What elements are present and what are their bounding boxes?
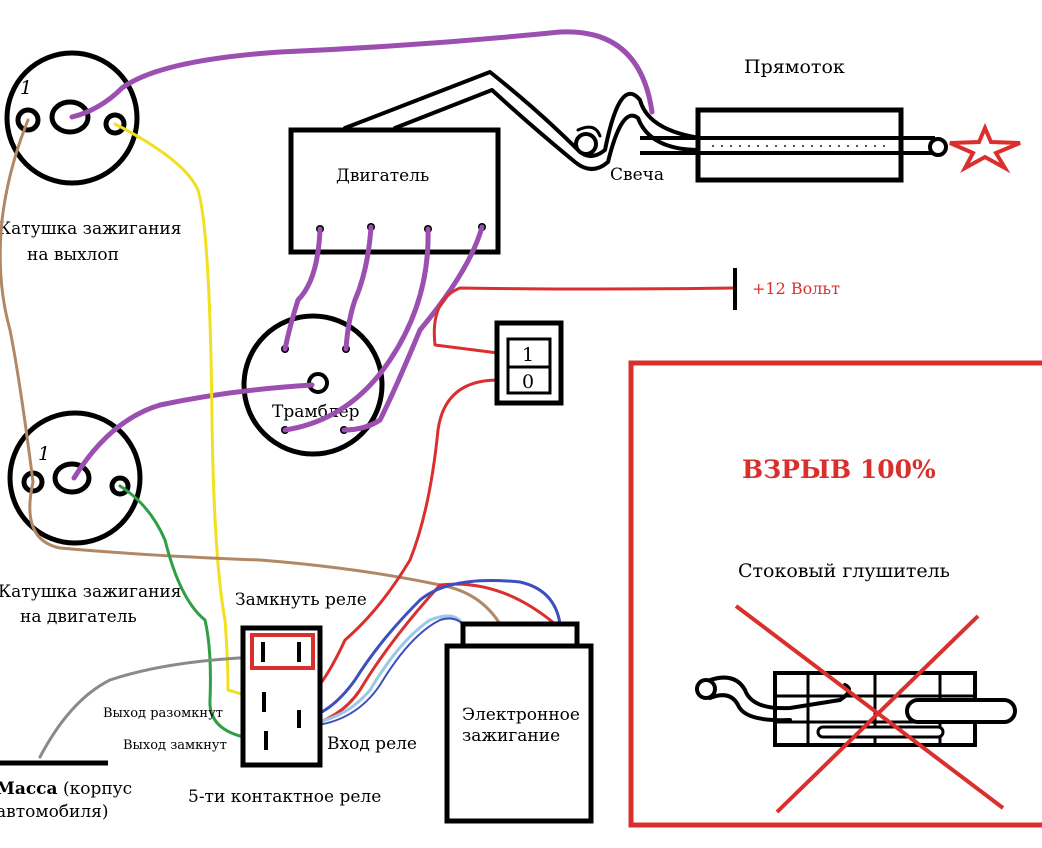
electronic-ignition-body [444, 643, 594, 824]
wire-yellow [113, 122, 264, 702]
electronic-ignition-label-1: Электронное [462, 705, 580, 725]
wire-red-12v-switch [432, 286, 737, 355]
wire-coil-exhaust-to-spark-plug [69, 29, 655, 120]
distributor-label: Трамблер [272, 402, 360, 422]
relay-close-label: Замкнуть реле [235, 590, 367, 610]
engine-box [288, 127, 501, 255]
ignition-switch-on[interactable] [506, 337, 552, 369]
exhaust-pipe-lower [393, 88, 702, 171]
ignition-switch-off-label: 0 [522, 371, 534, 393]
coil-exhaust-label-2: на выхлоп [27, 245, 119, 265]
muffler [640, 107, 1021, 183]
exhaust-pipe [343, 70, 702, 171]
wire-engine1-distributor [282, 226, 323, 352]
coil-exhaust-label-1: Катушка зажигания [0, 219, 181, 239]
stock-muffler-inlet [695, 678, 717, 700]
explosion-star-icon [949, 122, 1021, 174]
spark-plug-label: Свеча [610, 165, 664, 185]
ground-label-rest: (корпус [58, 779, 133, 799]
wire-brown [0, 118, 502, 626]
relay-in-label: Вход реле [327, 734, 417, 754]
relay-name-label: 5-ти контактное реле [188, 787, 381, 807]
ignition-switch[interactable]: 1 0 [494, 320, 564, 406]
relay-out-closed-label: Выход замкнут [123, 738, 227, 753]
stock-muffler-panel: ВЗРЫВ 100% Стоковый глушитель [628, 360, 1042, 828]
stock-muffler-inner-tube [816, 725, 945, 739]
ignition-switch-on-label: 1 [522, 344, 534, 366]
muffler-box [695, 107, 904, 183]
spark-plug-thread [576, 125, 602, 138]
engine-label: Двигатель [336, 166, 429, 186]
engine: Двигатель [288, 127, 501, 255]
ground-label-bold: Масса [0, 779, 58, 799]
wire-red-relay-ignition [268, 582, 557, 742]
wire-engine3-distributor [282, 226, 431, 433]
relay-body [240, 625, 323, 768]
plus12-label: +12 Вольт [752, 279, 840, 298]
wire-red-switch-relay [298, 378, 500, 707]
wire-engine4-distributor [341, 224, 485, 433]
stock-muffler-inlet-pipe-2 [708, 693, 792, 723]
exhaust-pipe-upper [343, 70, 702, 158]
muffler-outlet [928, 137, 948, 157]
stock-muffler-outlet-pipe [905, 698, 1017, 724]
wire-blue [298, 579, 562, 722]
muffler-label: Прямоток [744, 56, 845, 78]
coil-engine-number: 1 [38, 443, 50, 465]
wire-green [118, 484, 264, 742]
ignition-switch-off[interactable] [506, 365, 552, 395]
stock-muffler-label: Стоковый глушитель [738, 560, 950, 582]
relay [240, 625, 323, 768]
cross-line-2 [775, 614, 980, 814]
electronic-ignition: Электронное зажигание [444, 621, 594, 824]
coil-exhaust-number: 1 [20, 77, 32, 99]
electronic-ignition-cap [460, 621, 580, 649]
wire-engine2-distributor [343, 224, 374, 352]
wire-blue-2 [309, 617, 466, 727]
ground-label-2: автомобиля) [0, 802, 109, 822]
boom-label: ВЗРЫВ 100% [742, 455, 936, 484]
ht-wires [69, 29, 655, 481]
stock-muffler-frame [628, 360, 1042, 828]
coil-engine-label-2: на двигатель [20, 607, 137, 627]
wire-lightblue [303, 614, 464, 726]
relay-out-open-label: Выход разомкнут [103, 706, 223, 721]
ground-label: Масса (корпус [0, 779, 132, 799]
cross-line-1 [734, 604, 1005, 810]
wire-gray-ground [38, 655, 264, 759]
spark-plug-body [574, 132, 598, 156]
coil-engine-label-1: Катушка зажигания [0, 582, 181, 602]
relay-coil-highlight [250, 633, 315, 670]
wire-coil-engine-distributor [71, 382, 315, 481]
electronic-ignition-label-2: зажигание [462, 726, 560, 746]
